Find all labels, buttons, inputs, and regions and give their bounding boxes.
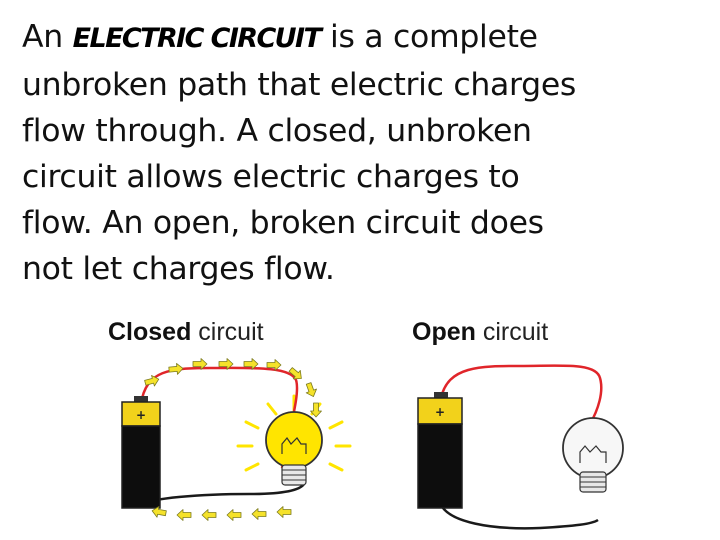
open-unlit-bulb bbox=[562, 417, 624, 493]
paragraph-line-1: An ELECTRIC CIRCUIT is a complete bbox=[22, 14, 712, 62]
battery-terminal bbox=[434, 392, 448, 398]
flow-arrow bbox=[168, 362, 184, 376]
bulb-glass bbox=[562, 417, 624, 479]
battery-terminal bbox=[134, 396, 148, 402]
battery-plus-sign: + bbox=[435, 405, 445, 419]
flow-arrow bbox=[251, 508, 267, 520]
flow-arrow bbox=[218, 358, 234, 370]
bulb-filament bbox=[579, 445, 607, 463]
battery-positive-cap bbox=[417, 397, 463, 425]
flow-arrow bbox=[226, 509, 242, 521]
bulb-base bbox=[579, 471, 607, 493]
open-circuit-caption: Open circuit bbox=[412, 318, 548, 347]
flow-arrow bbox=[176, 509, 192, 521]
flow-arrow bbox=[150, 504, 168, 520]
current-arrows-bottom bbox=[150, 504, 292, 521]
open-caption-rest: circuit bbox=[475, 318, 549, 346]
paragraph-line-4: circuit allows electric charges to bbox=[22, 159, 520, 195]
electric-circuit-term: ELECTRIC CIRCUIT bbox=[72, 23, 322, 54]
flow-arrow bbox=[201, 509, 217, 521]
flow-arrow bbox=[286, 364, 306, 384]
bulb-glow-rays bbox=[236, 394, 352, 472]
battery-plus-sign: + bbox=[136, 408, 146, 422]
battery-positive-cap bbox=[121, 401, 161, 427]
flow-arrow bbox=[310, 402, 322, 418]
paragraph-line-6: not let charges flow. bbox=[22, 251, 335, 287]
bulb-base bbox=[281, 464, 307, 486]
closed-circuit-diagram: + bbox=[121, 358, 352, 521]
open-bottom-wire bbox=[439, 504, 599, 530]
flow-arrow bbox=[243, 358, 259, 370]
closed-battery: + bbox=[121, 396, 161, 509]
current-arrows-top bbox=[143, 358, 322, 418]
paragraph-line-5: flow. An open, broken circuit does bbox=[22, 205, 544, 241]
closed-circuit-caption: Closed circuit bbox=[108, 318, 264, 347]
open-circuit-diagram: + bbox=[417, 364, 624, 530]
bulb-filament bbox=[281, 436, 307, 454]
flow-arrow bbox=[303, 381, 319, 399]
flow-arrow bbox=[266, 359, 282, 371]
open-caption-bold: Open bbox=[412, 318, 476, 346]
paragraph-line-3: flow through. A closed, unbroken bbox=[22, 113, 532, 149]
battery-body bbox=[121, 425, 161, 509]
line-1-rest: is a complete bbox=[320, 19, 538, 55]
closed-lit-bulb bbox=[265, 411, 323, 486]
flow-arrow bbox=[143, 373, 161, 389]
explanation-paragraph: An ELECTRIC CIRCUIT is a complete unbrok… bbox=[22, 14, 712, 292]
closed-top-wire bbox=[139, 366, 299, 469]
closed-bottom-wire bbox=[140, 483, 306, 507]
open-top-wire bbox=[439, 364, 603, 425]
closed-caption-rest: circuit bbox=[191, 318, 264, 346]
intro-text: An bbox=[22, 19, 73, 55]
flow-arrow bbox=[192, 358, 208, 370]
bulb-glass bbox=[265, 411, 323, 469]
closed-caption-bold: Closed bbox=[108, 318, 192, 346]
flow-arrow bbox=[276, 506, 292, 518]
paragraph-line-2: unbroken path that electric charges bbox=[22, 67, 577, 103]
battery-body bbox=[417, 423, 463, 509]
open-battery: + bbox=[417, 392, 463, 509]
